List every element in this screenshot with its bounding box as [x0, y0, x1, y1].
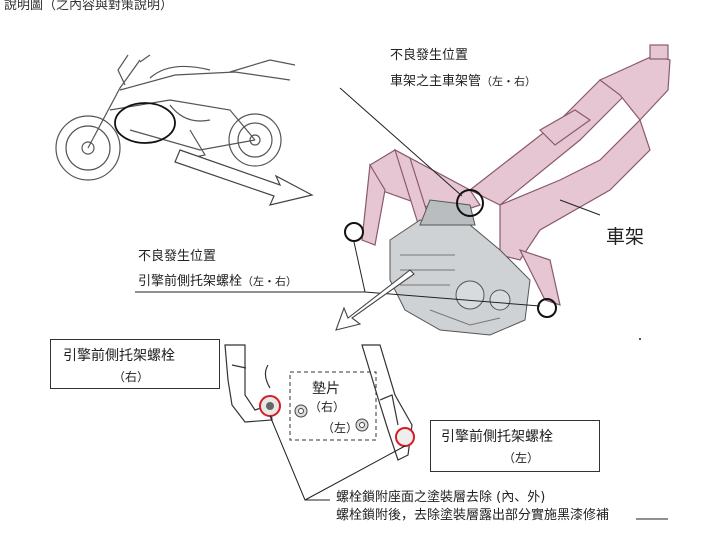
- detail-arrow-icon: [335, 269, 415, 331]
- bolt-left-box-title: 引擎前側托架螺栓: [441, 429, 553, 445]
- bolt-seat-icon: [266, 402, 274, 410]
- note-line-1: 螺栓鎖附座面之塗裝層去除 (內、外): [336, 490, 546, 505]
- frame-label: 車架: [606, 226, 645, 248]
- bolt-callout-line2: 引擎前側托架螺栓（左・右）: [138, 274, 298, 289]
- frame-callout-line2: 車架之主車架管（左・右）: [390, 74, 537, 89]
- frame-defect-circle: [456, 189, 484, 217]
- bolt-defect-circle-right: [344, 222, 364, 242]
- note-leader-line-a: [269, 415, 330, 501]
- frame-callout-line: [339, 87, 463, 197]
- bolt-callout-line-b: [364, 291, 541, 307]
- vehicle-frame: [361, 44, 671, 306]
- header-text: 說明圖（之內容與對策說明）: [4, 0, 174, 13]
- bolt-right-box-title: 引擎前側托架螺栓: [63, 348, 175, 364]
- note-leader-line-b: [304, 445, 406, 501]
- bolt-right-box-side: （右）: [113, 370, 150, 384]
- sketch-highlight-circle: [114, 102, 176, 144]
- bolt-left-box-side: （左）: [503, 451, 540, 465]
- shim-right-label: （右）: [309, 400, 346, 414]
- note-line-2: 螺栓鎖附後，去除塗裝層露出部分實施黑漆修補: [336, 508, 610, 523]
- shim-title: 墊片: [312, 381, 340, 397]
- frame-callout-line1: 不良發生位置: [390, 48, 469, 63]
- shim-left-label: （左）: [322, 421, 359, 435]
- frame-label-line: [559, 199, 601, 216]
- engine-block: [389, 199, 531, 336]
- direction-arrow-icon: [174, 149, 314, 206]
- motorcycle-sketch: [55, 54, 296, 181]
- bolt-callout-line1: 不良發生位置: [138, 249, 217, 264]
- stray-dot: [639, 338, 641, 340]
- bolt-right-box: 引擎前側托架螺栓 （右）: [50, 339, 220, 389]
- bolt-seat-highlight-left: [395, 427, 415, 447]
- bolt-defect-circle-left: [537, 298, 557, 318]
- shim-dashed-box: [289, 371, 377, 441]
- bolt-left-box: 引擎前側托架螺栓 （左）: [430, 420, 600, 472]
